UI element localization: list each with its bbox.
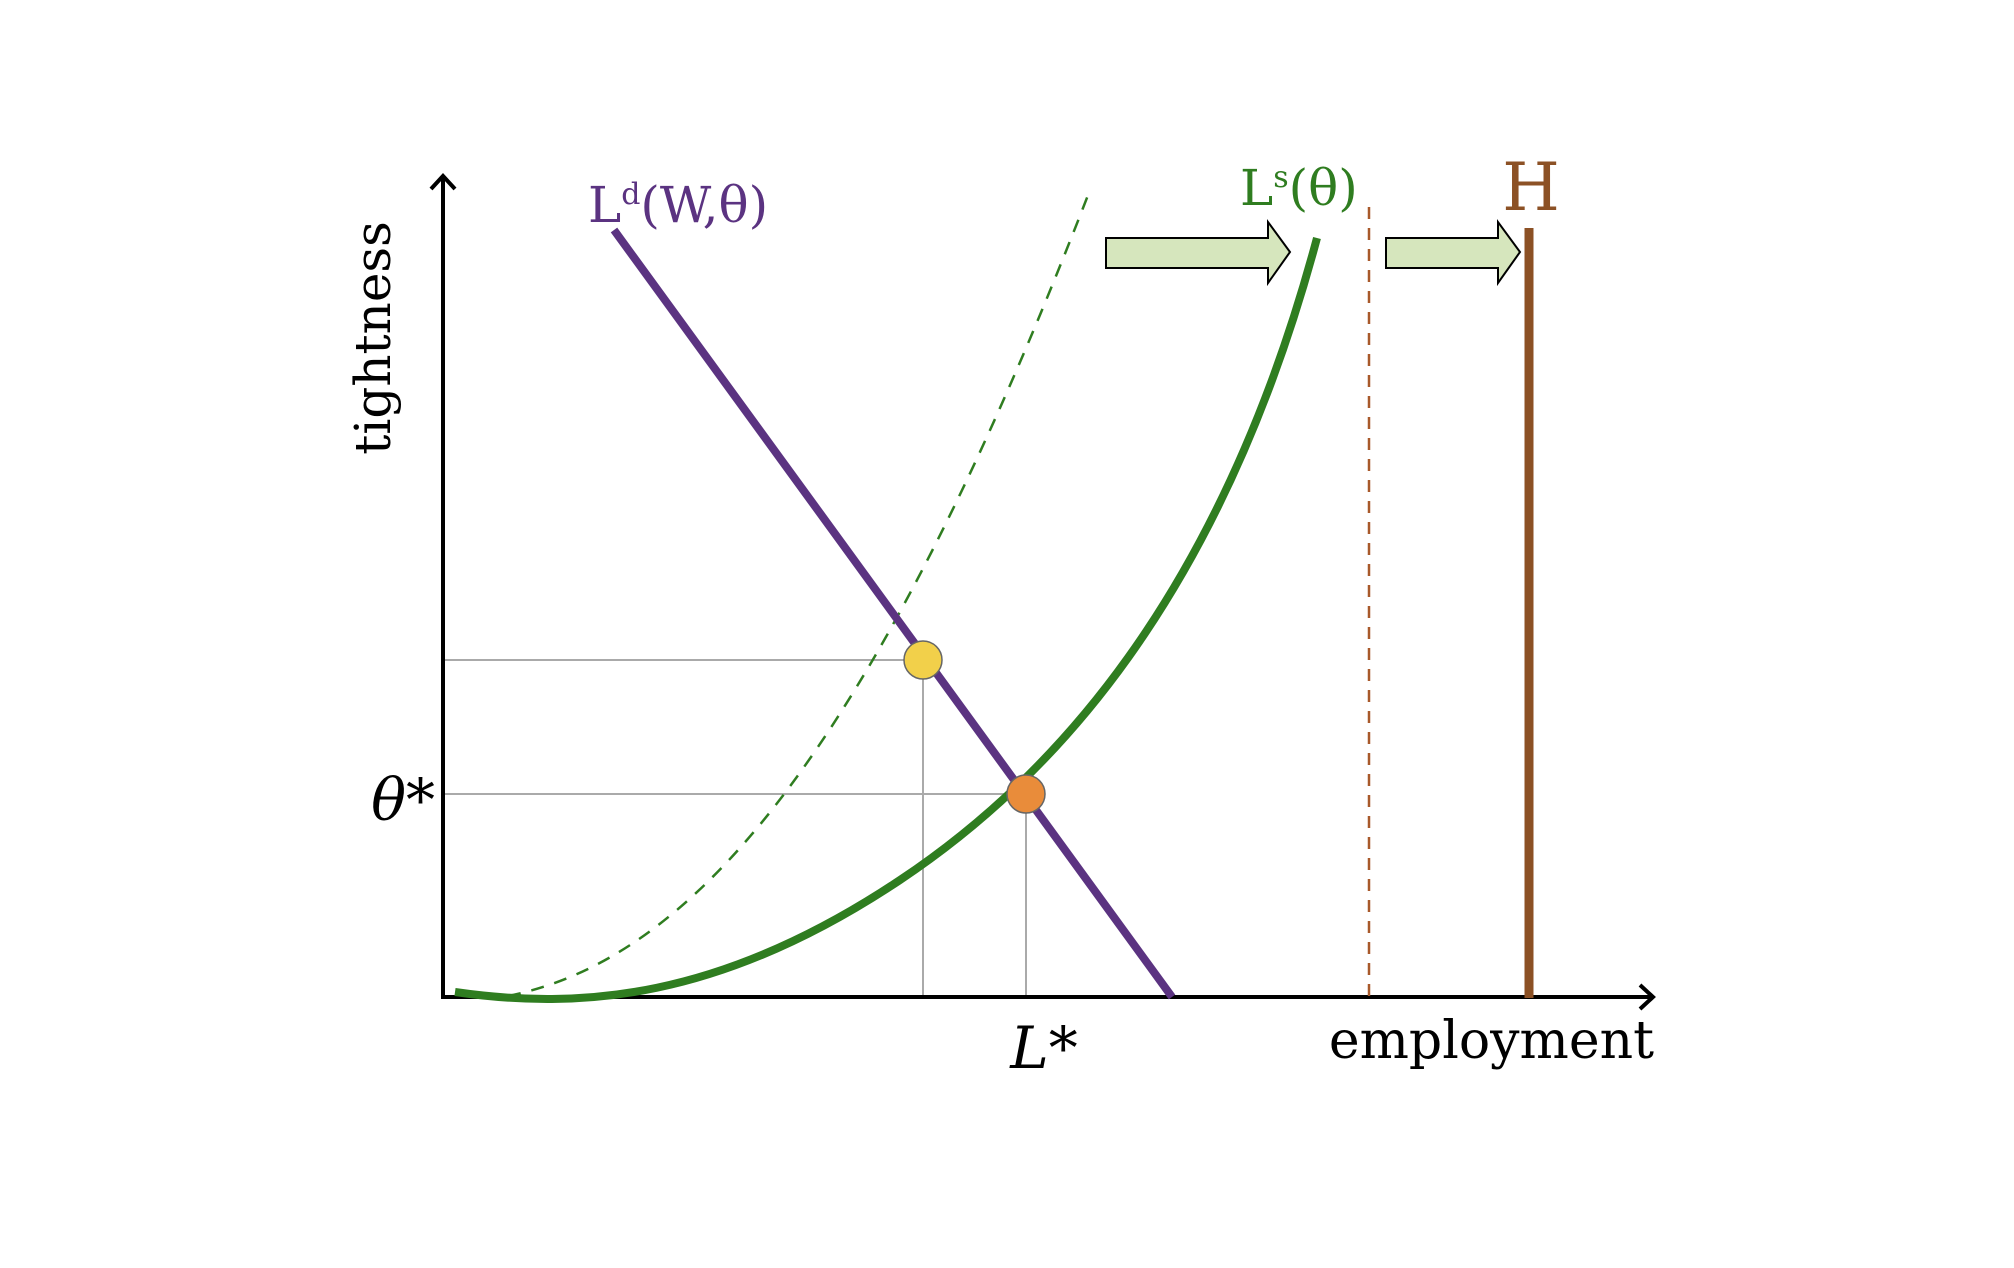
labor-supply-curve (454, 236, 1321, 1003)
initial-equilibrium-point (903, 640, 943, 680)
guide-lines (443, 659, 1027, 997)
labor-supply-original-curve (507, 189, 1092, 998)
labor-demand-label: Ld(W,θ) (588, 176, 768, 234)
shift-arrow-household (1385, 218, 1522, 287)
x-axis-label: employment (1329, 1011, 1654, 1071)
household-label: H (1502, 149, 1560, 226)
l-star-label: L* (1009, 1014, 1078, 1082)
y-axis-label: tightness (344, 221, 402, 455)
labor-supply-label: Ls(θ) (1240, 159, 1358, 217)
labor-demand-curve (610, 227, 1176, 1000)
shift-arrow-supply (1105, 218, 1292, 287)
new-equilibrium-point (1006, 774, 1046, 814)
theta-star-label: θ* (371, 766, 435, 834)
